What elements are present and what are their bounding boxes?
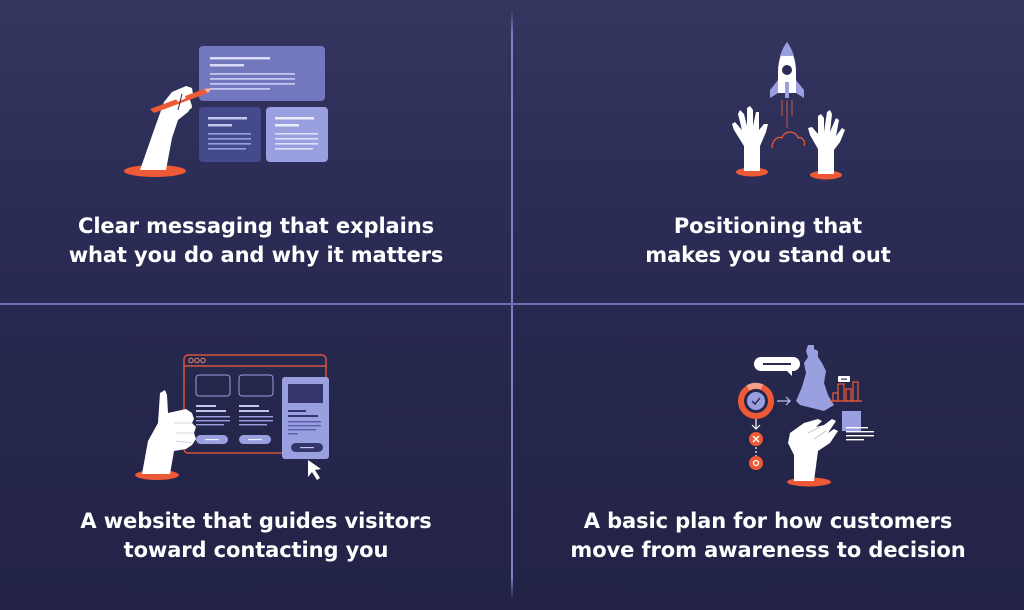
- quadrant-website: A website that guides visitors toward co…: [0, 305, 512, 610]
- caption-line: makes you stand out: [645, 243, 891, 267]
- hand-writing-pencil-on-content-panels-icon: [124, 46, 328, 177]
- caption-line: A website that guides visitors: [80, 509, 432, 533]
- caption-line: what you do and why it matters: [68, 243, 444, 267]
- quadrant-positioning: Positioning that makes you stand out: [512, 0, 1024, 305]
- caption-line: Positioning that: [673, 214, 863, 238]
- quadrant-messaging: Clear messaging that explains what you d…: [0, 0, 512, 305]
- vertical-divider: [511, 10, 513, 600]
- hand-holding-chess-strategy-icon: [738, 345, 874, 487]
- caption-messaging: Clear messaging that explains what you d…: [0, 212, 512, 270]
- caption-line: Clear messaging that explains: [78, 214, 434, 238]
- hands-launching-rocket-icon: [732, 42, 845, 180]
- caption-line: toward contacting you: [123, 538, 389, 562]
- caption-plan: A basic plan for how customers move from…: [512, 507, 1024, 565]
- caption-website: A website that guides visitors toward co…: [0, 507, 512, 565]
- caption-line: move from awareness to decision: [570, 538, 966, 562]
- quadrant-plan: A basic plan for how customers move from…: [512, 305, 1024, 610]
- caption-line: A basic plan for how customers: [583, 509, 953, 533]
- caption-positioning: Positioning that makes you stand out: [512, 212, 1024, 270]
- horizontal-divider: [0, 303, 1024, 305]
- thumbs-up-website-wireframe-icon: [135, 354, 329, 480]
